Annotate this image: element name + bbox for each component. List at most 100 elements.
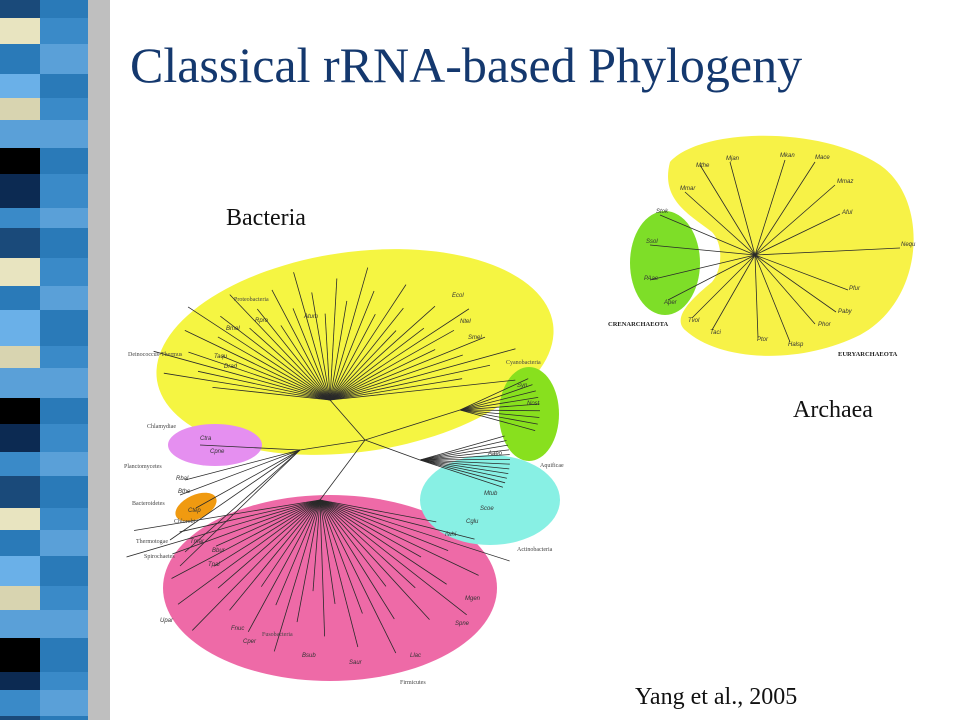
stripe-block <box>40 452 88 476</box>
tree-branch <box>217 336 331 401</box>
tree-branch <box>729 161 756 256</box>
stripe-block <box>40 610 88 638</box>
stripe-block <box>0 44 40 74</box>
tree-branch <box>275 499 321 606</box>
stripe-block <box>40 346 88 368</box>
stripe-block <box>0 556 40 586</box>
tree-branch <box>329 354 463 401</box>
tree-branch <box>188 351 331 401</box>
tree-branch <box>179 449 301 567</box>
stripe-block <box>40 120 88 148</box>
tip-label: Mthe <box>696 163 710 169</box>
tree-branch <box>179 499 321 533</box>
tree-branch <box>459 396 539 411</box>
tree-branch <box>684 191 756 256</box>
tip-label: Mkan <box>780 153 795 159</box>
group-label-crenarchaeota: CRENARCHAEOTA <box>608 321 668 328</box>
tip-label: Cglu <box>466 519 479 525</box>
tip-label: Bthe <box>178 489 191 495</box>
tree-branch <box>296 499 321 623</box>
cyanobacteria-region <box>499 367 559 461</box>
stripe-block <box>40 228 88 258</box>
stripe-block <box>40 508 88 530</box>
tree-branch <box>319 499 387 587</box>
group-label-aquificae: Aquificae <box>540 462 564 469</box>
tree-branch <box>169 449 301 541</box>
stripe-block <box>40 398 88 424</box>
tip-label: Taci <box>710 330 721 336</box>
tip-label: Atum <box>303 314 318 320</box>
tree-branch <box>649 244 756 256</box>
tip-label: Fnuc <box>231 626 244 632</box>
tree-branch <box>754 254 816 325</box>
tree-branch <box>229 499 321 611</box>
stripe-block <box>40 310 88 346</box>
slide-title: Classical rRNA-based Phylogeny <box>130 37 803 93</box>
tree-branch <box>419 454 510 461</box>
crenarchaeota-region <box>630 211 700 315</box>
stripe-block <box>40 672 88 690</box>
tree-branch <box>329 305 436 401</box>
tip-label: Spne <box>455 621 470 627</box>
tree-branch <box>199 444 301 451</box>
tree-branch <box>319 499 449 551</box>
tree-branch <box>280 325 331 401</box>
tip-label: Ssol <box>646 239 658 245</box>
tip-label: Cper <box>243 639 257 645</box>
stripe-block <box>0 586 40 610</box>
stripe-block <box>40 556 88 586</box>
tree-branch <box>177 499 321 605</box>
tip-label: Twhi <box>444 532 457 538</box>
tree-branch <box>299 439 366 451</box>
tip-label: Paby <box>838 309 853 315</box>
tree-branch <box>273 499 321 652</box>
tree-branch <box>329 327 425 401</box>
tree-branch <box>459 390 536 411</box>
tree-branch <box>319 499 475 540</box>
tree-branch <box>319 499 437 523</box>
group-label-cyanobacteria: Cyanobacteria <box>506 360 541 366</box>
stripe-block <box>0 638 40 672</box>
tree-branch <box>459 409 540 418</box>
tree-branch <box>419 458 510 461</box>
tree-branch <box>319 499 422 558</box>
tree-branch <box>260 499 321 587</box>
tree-branch <box>319 499 326 637</box>
tree-branch <box>711 254 756 331</box>
tip-label: PAae <box>644 276 659 282</box>
tree-branch <box>754 213 841 256</box>
tip-label: Ctra <box>200 436 212 442</box>
tree-branch <box>319 499 397 654</box>
stripe-block <box>40 530 88 556</box>
tip-label: Bmel <box>226 326 240 332</box>
tree-branch <box>249 327 331 401</box>
stripe-block <box>0 424 40 452</box>
tree-branch <box>364 439 421 461</box>
tree-branch <box>329 336 486 401</box>
tree-branch <box>184 449 301 481</box>
stripe-block <box>0 716 40 720</box>
stripe-block <box>0 310 40 346</box>
tree-branch <box>293 272 331 401</box>
tip-label: Tvol <box>688 318 700 324</box>
tree-branch <box>229 294 331 401</box>
tree-branch <box>319 499 430 620</box>
stripe-block <box>0 74 40 98</box>
tree-branch <box>319 499 479 576</box>
tree-branch <box>215 499 321 547</box>
stripe-block <box>0 398 40 424</box>
stripe-block <box>0 530 40 556</box>
stripe-block <box>0 120 40 148</box>
tip-label: Aper <box>663 300 678 306</box>
stripe-block <box>0 690 40 716</box>
tree-branch <box>754 161 816 256</box>
tree-branch <box>319 499 510 562</box>
stripe-block <box>0 0 40 18</box>
tree-branch <box>419 444 509 461</box>
stripe-block <box>0 148 40 174</box>
tree-branch <box>329 364 491 401</box>
stripe-block <box>40 208 88 228</box>
stripe-block <box>40 74 88 98</box>
tree-branch <box>153 350 331 401</box>
tree-branch <box>172 499 321 555</box>
